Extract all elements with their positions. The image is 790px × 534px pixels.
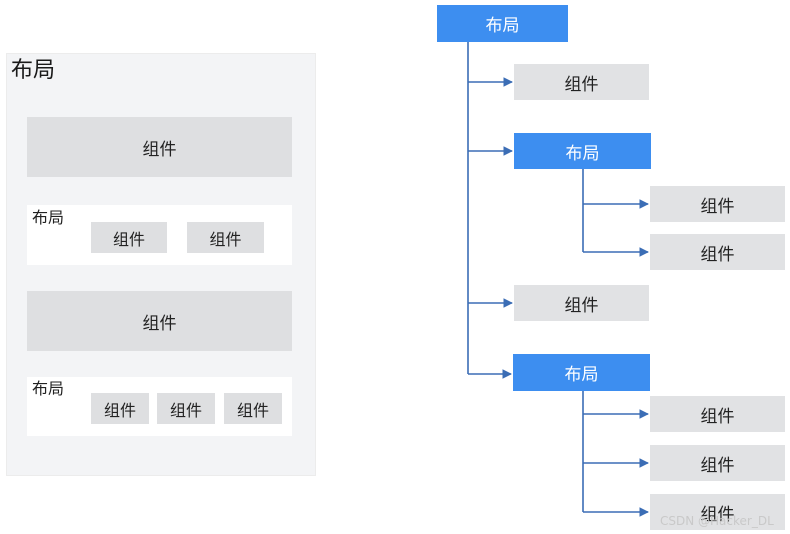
tree-component-node-4a: 组件 bbox=[650, 396, 785, 432]
tree-component-node-2b: 组件 bbox=[650, 234, 785, 270]
row-2-component-1: 组件 bbox=[91, 393, 149, 424]
row-2-component-3: 组件 bbox=[224, 393, 282, 424]
row-2-component-2: 组件 bbox=[157, 393, 215, 424]
watermark: CSDN @Hacker_DL bbox=[660, 514, 774, 528]
row-1-component-2: 组件 bbox=[187, 222, 264, 253]
row-1-component-1: 组件 bbox=[91, 222, 167, 253]
tree-layout-node-2: 布局 bbox=[514, 133, 651, 169]
layout-panel-title: 布局 bbox=[11, 58, 56, 83]
tree-root-layout-node: 布局 bbox=[437, 5, 568, 42]
nested-layout-row-1-label: 布局 bbox=[32, 208, 65, 227]
wide-component-1: 组件 bbox=[27, 117, 292, 177]
tree-component-node-3: 组件 bbox=[514, 285, 649, 321]
nested-layout-row-2-label: 布局 bbox=[32, 379, 65, 398]
tree-component-node-2a: 组件 bbox=[650, 186, 785, 222]
tree-layout-node-4: 布局 bbox=[513, 354, 650, 391]
tree-component-node-4c: 组件 bbox=[650, 494, 785, 530]
tree-component-node-1: 组件 bbox=[514, 64, 649, 100]
tree-component-node-4b: 组件 bbox=[650, 445, 785, 481]
wide-component-2: 组件 bbox=[27, 291, 292, 351]
